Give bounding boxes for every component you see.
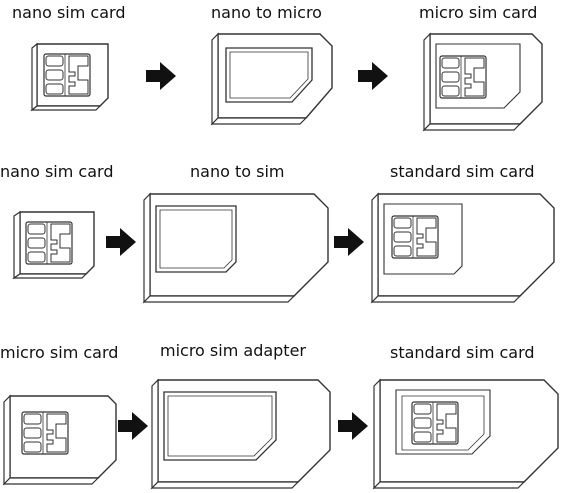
row1-arrow-1 [146, 62, 176, 90]
row3-right-label: standard sim card [390, 343, 535, 362]
row3-left-label: micro sim card [0, 343, 119, 362]
row2-left-label: nano sim card [0, 162, 114, 181]
row2-nano-to-sim-adapter [142, 192, 329, 304]
row3-micro-sim-adapter [150, 378, 331, 490]
row2-nano-sim-card [12, 210, 95, 280]
row2-arrow-1 [106, 228, 136, 256]
row2-standard-sim-card [370, 192, 555, 304]
row3-arrow-2 [338, 412, 368, 440]
row2-right-label: standard sim card [390, 162, 535, 181]
row3-micro-sim-card [2, 394, 117, 486]
row3-standard-sim-card [372, 378, 559, 490]
row3-arrow-1 [118, 412, 148, 440]
row2-arrow-2 [334, 228, 364, 256]
row2-middle-label: nano to sim [190, 162, 285, 181]
row1-left-label: nano sim card [12, 3, 126, 22]
row1-arrow-2 [358, 62, 388, 90]
row1-right-label: micro sim card [419, 3, 538, 22]
row1-middle-label: nano to micro [211, 3, 322, 22]
row1-nano-to-micro-adapter [210, 32, 333, 126]
row1-nano-sim-card [30, 42, 109, 112]
row1-micro-sim-card [422, 32, 543, 132]
row3-middle-label: micro sim adapter [160, 341, 306, 360]
